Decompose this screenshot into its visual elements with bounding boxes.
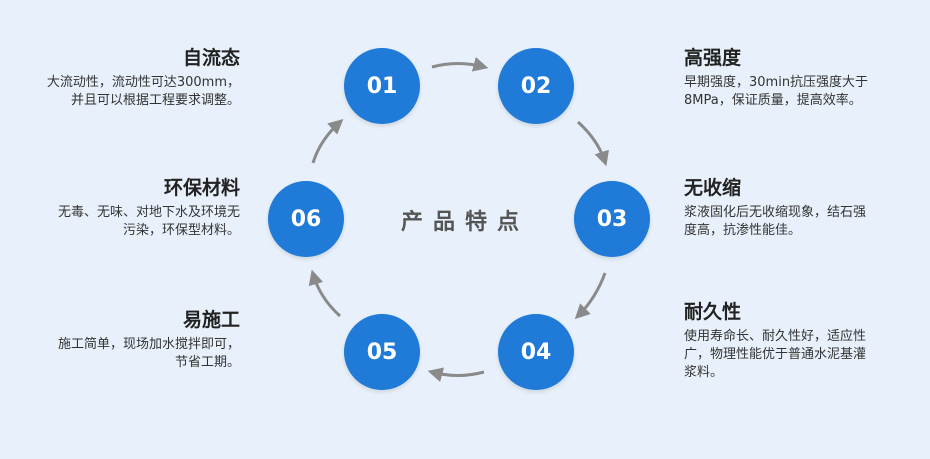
feature-01: 自流态 大流动性，流动性可达300mm， 并且可以根据工程要求调整。 <box>0 46 240 110</box>
feature-04-line2: 广，物理性能优于普通水泥基灌 <box>684 347 867 362</box>
node-06: 06 <box>268 181 344 257</box>
feature-05: 易施工 施工简单，现场加水搅拌即可， 节省工期。 <box>0 308 240 372</box>
feature-03-desc: 浆液固化后无收缩现象，结石强 度高，抗渗性能佳。 <box>684 204 924 240</box>
feature-06: 环保材料 无毒、无味、对地下水及环境无 污染，环保型材料。 <box>0 176 240 240</box>
feature-04-desc: 使用寿命长、耐久性好，适应性 广，物理性能优于普通水泥基灌 浆料。 <box>684 328 924 382</box>
feature-01-title: 自流态 <box>182 47 240 69</box>
feature-05-title: 易施工 <box>182 309 240 331</box>
feature-06-title: 环保材料 <box>163 177 240 199</box>
feature-02: 高强度 早期强度，30min抗压强度大于 8MPa，保证质量，提高效率。 <box>684 46 924 110</box>
feature-02-line1: 早期强度，30min抗压强度大于 <box>684 75 869 90</box>
feature-05-desc: 施工简单，现场加水搅拌即可， 节省工期。 <box>0 336 240 372</box>
node-02: 02 <box>498 48 574 124</box>
feature-02-title: 高强度 <box>684 47 742 69</box>
feature-04-line1: 使用寿命长、耐久性好，适应性 <box>684 329 867 344</box>
center-label: 产品特点 <box>400 210 529 235</box>
arrow-03-04 <box>574 272 607 320</box>
feature-03-line2: 度高，抗渗性能佳。 <box>684 223 802 238</box>
node-03: 03 <box>574 181 650 257</box>
feature-06-line1: 无毒、无味、对地下水及环境无 <box>57 205 240 220</box>
feature-05-line1: 施工简单，现场加水搅拌即可， <box>57 337 240 352</box>
arrow-01-02 <box>431 57 489 72</box>
feature-03-title: 无收缩 <box>684 177 742 199</box>
node-04: 04 <box>498 314 574 390</box>
feature-06-desc: 无毒、无味、对地下水及环境无 污染，环保型材料。 <box>0 204 240 240</box>
arrow-05-06 <box>308 269 342 318</box>
node-05: 05 <box>344 314 420 390</box>
feature-04-title: 耐久性 <box>684 301 742 323</box>
feature-03: 无收缩 浆液固化后无收缩现象，结石强 度高，抗渗性能佳。 <box>684 176 924 240</box>
feature-01-desc: 大流动性，流动性可达300mm， 并且可以根据工程要求调整。 <box>0 74 240 110</box>
feature-06-line2: 污染，环保型材料。 <box>122 223 240 238</box>
feature-01-line1: 大流动性，流动性可达300mm， <box>46 75 240 90</box>
arrow-06-01 <box>311 118 344 164</box>
feature-05-line2: 节省工期。 <box>174 355 240 370</box>
feature-04: 耐久性 使用寿命长、耐久性好，适应性 广，物理性能优于普通水泥基灌 浆料。 <box>684 300 924 382</box>
feature-01-line2: 并且可以根据工程要求调整。 <box>70 93 240 108</box>
arrow-02-03 <box>576 120 609 167</box>
feature-04-line3: 浆料。 <box>684 365 724 380</box>
node-01: 01 <box>344 48 420 124</box>
arrow-04-05 <box>427 367 485 382</box>
feature-02-desc: 早期强度，30min抗压强度大于 8MPa，保证质量，提高效率。 <box>684 74 924 110</box>
feature-03-line1: 浆液固化后无收缩现象，结石强 <box>684 205 867 220</box>
feature-02-line2: 8MPa，保证质量，提高效率。 <box>684 93 862 108</box>
